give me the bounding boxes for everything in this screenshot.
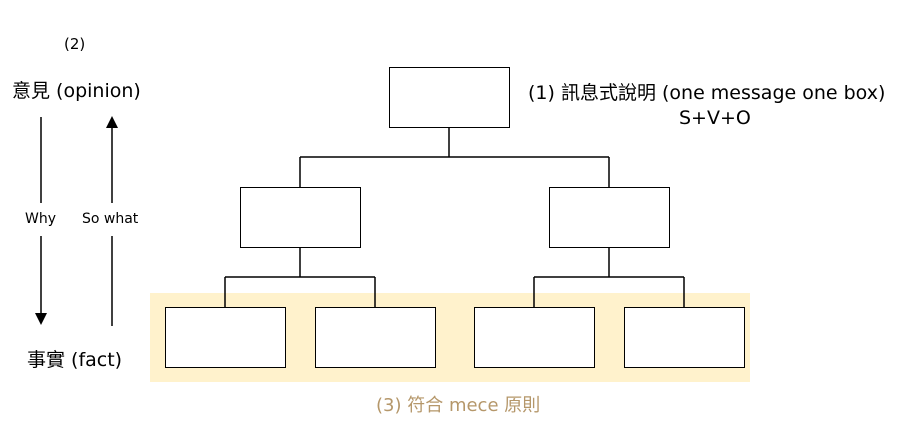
mece-label: (3) 符合 mece 原則 xyxy=(376,395,541,416)
fact-label: 事實 (fact) xyxy=(27,349,123,371)
why-label: Why xyxy=(25,211,57,227)
message-label: (1) 訊息式說明 (one message one box) xyxy=(528,82,886,104)
leaf-box-1 xyxy=(165,307,286,368)
mid-box-right xyxy=(549,187,670,248)
formula-label: S+V+O xyxy=(679,107,751,129)
why-arrow-head-icon xyxy=(35,313,47,325)
opinion-label: 意見 (opinion) xyxy=(12,80,141,102)
mid-box-left xyxy=(240,187,361,248)
step-two-label: (2) xyxy=(64,35,86,53)
leaf-box-4 xyxy=(624,307,745,368)
root-message-box xyxy=(389,67,510,128)
so-what-label: So what xyxy=(82,211,139,227)
leaf-box-2 xyxy=(315,307,436,368)
so-what-arrow-head-icon xyxy=(106,116,118,128)
leaf-box-3 xyxy=(474,307,595,368)
